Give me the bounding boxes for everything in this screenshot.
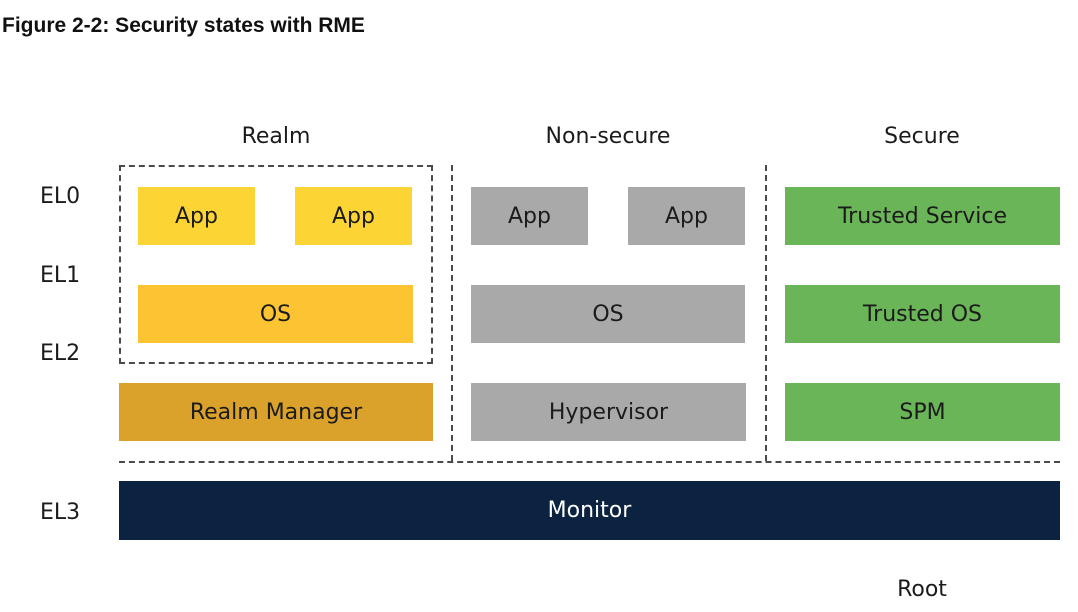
realm-app-box: App	[138, 187, 255, 245]
nonsecure-column-label: Non-secure	[545, 124, 671, 149]
spm-box: SPM	[785, 383, 1060, 441]
figure-title: Figure 2-2: Security states with RME	[2, 14, 365, 37]
realm-app-box: App	[295, 187, 412, 245]
el2-label: EL2	[40, 341, 81, 366]
el3-label: EL3	[40, 500, 81, 525]
el1-label: EL1	[40, 263, 81, 288]
el0-label: EL0	[40, 184, 81, 209]
root-label: Root	[897, 577, 947, 602]
nonsecure-app-box: App	[628, 187, 745, 245]
root-boundary-line	[119, 461, 1060, 463]
realm-os-box: OS	[138, 285, 413, 343]
monitor-box: Monitor	[119, 481, 1060, 540]
nonsecure-os-box: OS	[471, 285, 745, 343]
trusted-os-box: Trusted OS	[785, 285, 1060, 343]
realm-column-label: Realm	[241, 124, 311, 149]
nonsecure-app-box: App	[471, 187, 588, 245]
separator-nonsecure-secure	[765, 165, 767, 461]
hypervisor-box: Hypervisor	[471, 383, 746, 441]
secure-column-label: Secure	[884, 124, 960, 149]
separator-realm-nonsecure	[451, 165, 453, 461]
trusted-service-box: Trusted Service	[785, 187, 1060, 245]
realm-manager-box: Realm Manager	[119, 383, 433, 441]
realm-enclosure	[119, 165, 433, 364]
